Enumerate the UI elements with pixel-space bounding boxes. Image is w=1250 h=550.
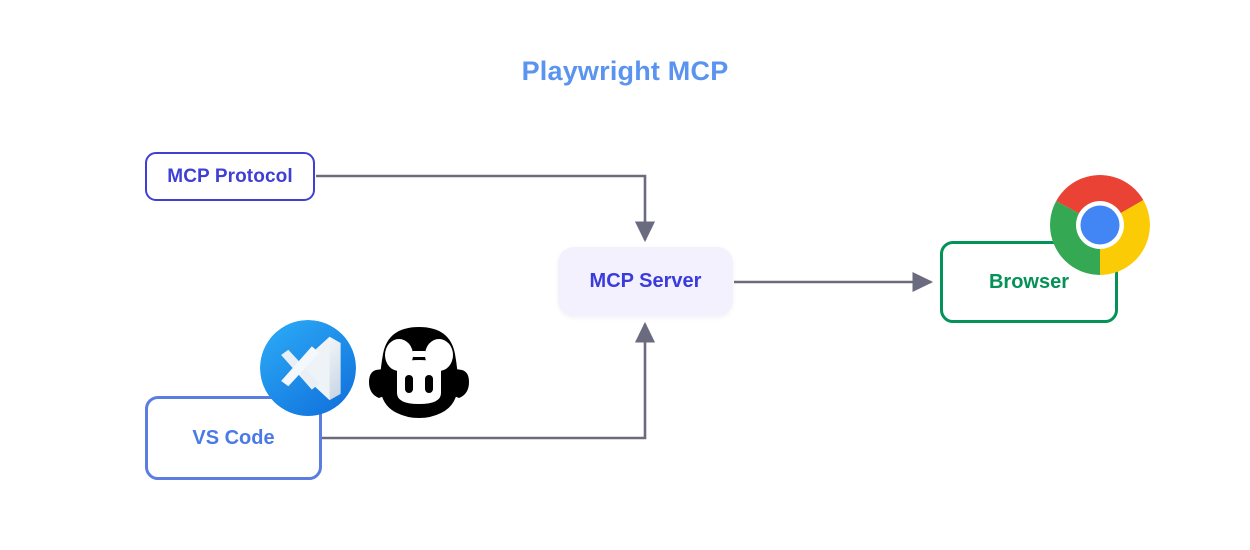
node-mcp-server[interactable]: MCP Server [558, 247, 733, 316]
node-mcp-protocol-label: MCP Protocol [167, 165, 293, 187]
page-title: Playwright MCP [521, 56, 729, 86]
node-browser-label: Browser [988, 270, 1070, 293]
node-mcp-protocol[interactable]: MCP Protocol [145, 152, 315, 201]
chrome-icon [1050, 175, 1150, 275]
vscode-icon [260, 320, 356, 416]
node-vs-code-label: VS Code [192, 426, 275, 449]
edge-mcp-protocol-to-mcp-server [316, 174, 656, 243]
github-copilot-icon [366, 324, 472, 420]
node-mcp-server-label: MCP Server [589, 270, 702, 292]
